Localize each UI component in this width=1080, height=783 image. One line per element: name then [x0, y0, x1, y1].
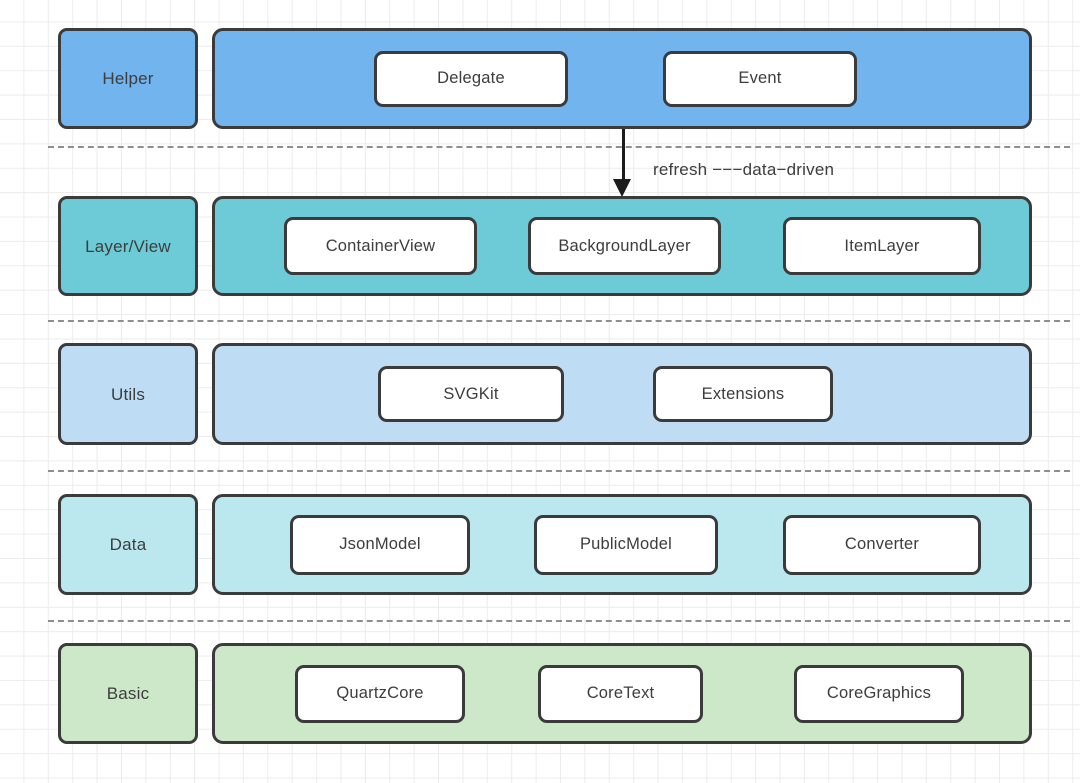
layer-label-data[interactable]: Data	[58, 494, 198, 595]
module-containerview[interactable]: ContainerView	[284, 217, 477, 275]
module-coregraphics[interactable]: CoreGraphics	[794, 664, 964, 723]
layer-label-layer-view[interactable]: Layer/View	[58, 196, 198, 296]
layer-row-utils: Utils SVGKit Extensions	[0, 343, 1080, 445]
refresh-arrow-label: refresh −−−data−driven	[653, 160, 835, 179]
layer-divider	[48, 320, 1070, 322]
module-itemlayer[interactable]: ItemLayer	[783, 217, 981, 275]
module-delegate[interactable]: Delegate	[374, 50, 568, 107]
module-publicmodel[interactable]: PublicModel	[534, 514, 718, 575]
layer-label-text: Layer/View	[85, 236, 171, 256]
module-event[interactable]: Event	[663, 50, 857, 107]
module-quartzcore[interactable]: QuartzCore	[295, 664, 465, 723]
layer-divider	[48, 470, 1070, 472]
layer-band-utils[interactable]: SVGKit Extensions	[212, 343, 1032, 445]
module-coretext[interactable]: CoreText	[538, 664, 703, 723]
refresh-arrow-head-icon	[613, 179, 631, 197]
module-svgkit[interactable]: SVGKit	[378, 366, 564, 422]
layer-row-data: Data JsonModel PublicModel Converter	[0, 494, 1080, 595]
layer-label-text: Helper	[102, 69, 154, 88]
module-label: BackgroundLayer	[558, 236, 691, 255]
module-label: CoreText	[586, 684, 655, 703]
layer-label-text: Basic	[106, 684, 150, 703]
layer-band-data[interactable]: JsonModel PublicModel Converter	[212, 494, 1032, 595]
layer-row-helper: Helper Delegate Event	[0, 28, 1080, 129]
layer-label-helper[interactable]: Helper	[58, 28, 198, 129]
module-label: Extensions	[701, 384, 785, 403]
module-backgroundlayer[interactable]: BackgroundLayer	[528, 217, 721, 275]
module-label: PublicModel	[579, 535, 673, 554]
layer-band-basic[interactable]: QuartzCore CoreText CoreGraphics	[212, 643, 1032, 744]
layer-divider	[48, 620, 1070, 622]
layer-band-layer-view[interactable]: ContainerView BackgroundLayer ItemLayer	[212, 196, 1032, 296]
module-label: JsonModel	[339, 535, 421, 554]
layer-band-helper[interactable]: Delegate Event	[212, 28, 1032, 129]
module-label: SVGKit	[443, 384, 499, 403]
module-label: ItemLayer	[844, 236, 920, 255]
layer-label-text: Data	[109, 535, 147, 554]
layer-label-utils[interactable]: Utils	[58, 343, 198, 445]
module-label: CoreGraphics	[826, 684, 932, 703]
layer-row-basic: Basic QuartzCore CoreText CoreGraphics	[0, 643, 1080, 744]
layer-label-text: Utils	[110, 384, 146, 404]
layer-label-basic[interactable]: Basic	[58, 643, 198, 744]
layer-divider	[48, 146, 1070, 148]
refresh-arrow-shaft	[622, 129, 625, 181]
module-extensions[interactable]: Extensions	[653, 366, 833, 422]
module-jsonmodel[interactable]: JsonModel	[290, 514, 470, 575]
layer-row-layer-view: Layer/View ContainerView BackgroundLayer…	[0, 196, 1080, 296]
module-label: QuartzCore	[336, 684, 424, 703]
module-converter[interactable]: Converter	[783, 514, 981, 575]
module-label: ContainerView	[325, 236, 436, 255]
module-label: Event	[738, 69, 782, 88]
module-label: Delegate	[437, 69, 505, 88]
module-label: Converter	[844, 535, 920, 554]
